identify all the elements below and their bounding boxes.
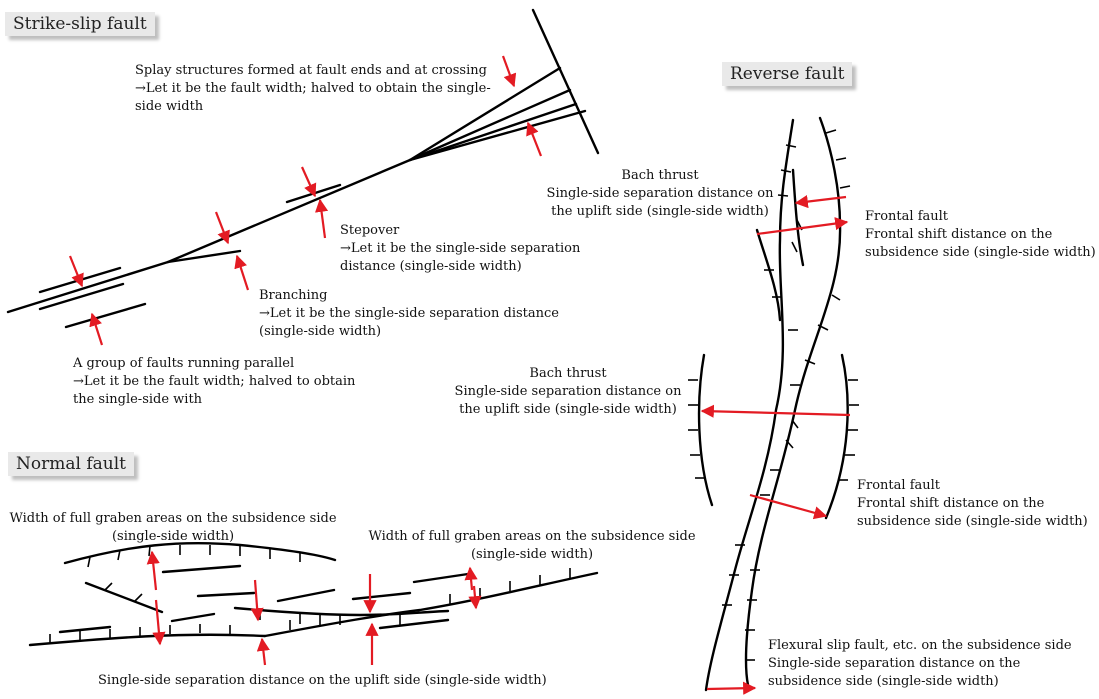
red-arrow [706, 681, 757, 695]
reverse-ticks [688, 129, 859, 661]
label-frontal-fault-1: Frontal fault Frontal shift distance on … [865, 209, 1096, 260]
fault-line [276, 588, 336, 603]
red-arrow [152, 599, 166, 646]
red-arrow [315, 198, 329, 239]
label-parallel: A group of faults running parallel →Let … [73, 356, 356, 407]
fault-line [408, 109, 587, 162]
red-arrow [256, 637, 270, 666]
red-arrow [146, 550, 160, 591]
fault-line [196, 591, 256, 598]
label-bach-thrust-2: Bach thrust Single-side separation dista… [454, 366, 682, 417]
strike-slip-faults [6, 8, 600, 329]
section-title-reverse: Reverse fault [722, 62, 853, 86]
fault-line [166, 158, 412, 264]
red-arrow [700, 404, 851, 418]
fault-line [263, 571, 599, 638]
fault-line [408, 102, 578, 162]
red-arrow [501, 55, 517, 88]
strike-slip-arrows [68, 55, 543, 346]
fault-line [791, 168, 805, 267]
fault-line [161, 564, 242, 574]
fault-line [351, 591, 412, 601]
fault-line [824, 353, 849, 520]
section-title-strike-slip: Strike-slip fault [5, 12, 155, 36]
red-arrow [468, 585, 482, 610]
red-arrow [250, 579, 264, 622]
fault-line [531, 8, 600, 155]
label-graben-left: Width of full graben areas on the subsid… [9, 511, 337, 544]
fault-line [697, 353, 714, 507]
red-arrow [794, 195, 847, 209]
fault-line [378, 618, 450, 630]
red-arrow [526, 121, 543, 157]
fault-line [166, 249, 242, 264]
label-graben-right: Width of full graben areas on the subsid… [368, 529, 696, 562]
fault-line [28, 633, 267, 647]
fault-line [408, 88, 572, 162]
fault-line [755, 228, 782, 322]
fault-line [6, 260, 170, 314]
label-stepover: Stepover →Let it be the single-side sepa… [340, 223, 581, 274]
label-frontal-fault-2: Frontal fault Frontal shift distance on … [857, 478, 1088, 529]
red-arrow [89, 312, 104, 346]
red-arrow [756, 217, 849, 236]
normal-arrows [146, 550, 482, 666]
label-splay: Splay structures formed at fault ends an… [135, 63, 491, 114]
fault-line [63, 541, 337, 565]
red-arrow [300, 166, 317, 198]
red-arrow [464, 566, 478, 591]
red-arrow [234, 254, 250, 291]
fault-line [58, 625, 112, 634]
fault-line [412, 572, 470, 584]
fault-line [233, 606, 450, 617]
label-bach-thrust-1: Bach thrust Single-side separation dista… [546, 168, 774, 219]
reverse-arrows [700, 195, 851, 695]
red-arrow [214, 211, 230, 245]
fault-line [38, 282, 125, 311]
label-flexural: Flexural slip fault, etc. on the subside… [768, 638, 1072, 689]
fault-line [84, 581, 164, 614]
section-title-normal: Normal fault [8, 452, 134, 476]
red-arrow [749, 493, 828, 520]
normal-faults [28, 541, 599, 647]
fault-line [408, 66, 562, 162]
fault-line [64, 302, 147, 329]
reverse-faults [697, 116, 849, 692]
red-arrow [68, 255, 84, 288]
label-uplift-bottom: Single-side separation distance on the u… [98, 673, 547, 688]
fault-line [744, 116, 842, 687]
label-branching: Branching →Let it be the single-side sep… [259, 288, 559, 339]
fault-line [704, 118, 795, 692]
fault-line [170, 612, 216, 623]
